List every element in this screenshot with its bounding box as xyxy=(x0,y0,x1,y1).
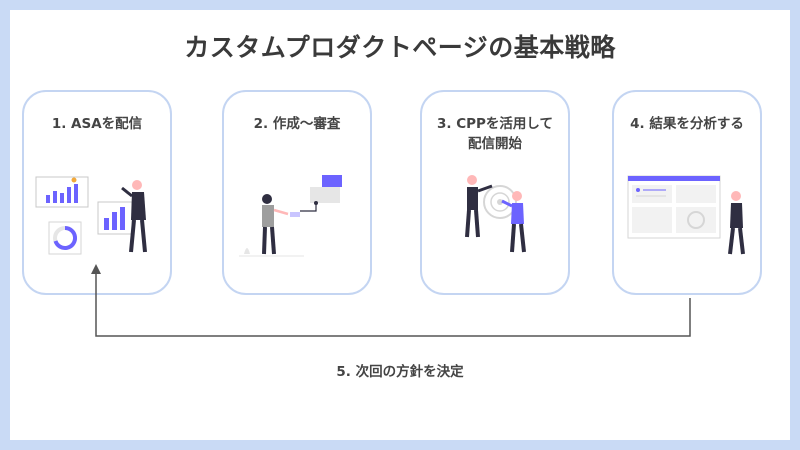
step-card-2: 2. 作成〜審査 xyxy=(222,90,372,295)
creation-illustration xyxy=(239,175,342,257)
delivery-illustration xyxy=(465,175,526,253)
step-label-3: 3. CPPを活用して 配信開始 xyxy=(436,116,553,152)
step-card-1: 1. ASAを配信 xyxy=(22,90,172,295)
step-label-4: 4. 結果を分析する xyxy=(630,116,744,132)
diagram-title: カスタムプロダクトページの基本戦略 xyxy=(184,33,616,62)
step-label-1: 1. ASAを配信 xyxy=(51,116,143,132)
analytics-illustration xyxy=(35,176,147,255)
step-card-4: 4. 結果を分析する xyxy=(612,90,762,295)
dashboard-illustration xyxy=(627,175,745,255)
step-label-2: 2. 作成〜審査 xyxy=(253,116,341,132)
loop-label: 5. 次回の方針を決定 xyxy=(336,364,464,380)
loop-arrowhead xyxy=(91,264,101,274)
loop-line xyxy=(95,270,691,337)
step-card-3: 3. CPPを活用して 配信開始 xyxy=(420,90,570,295)
